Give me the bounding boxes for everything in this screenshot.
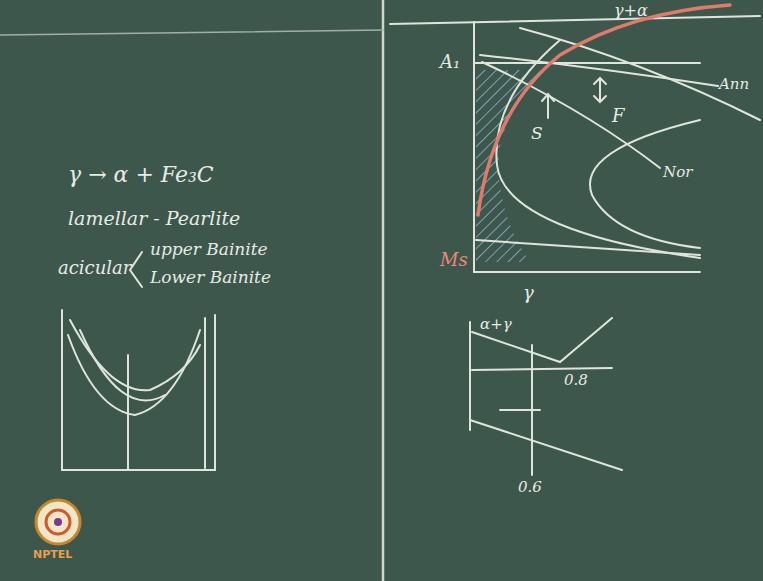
curve-label: F — [612, 106, 625, 126]
phase-label: γ — [523, 283, 534, 303]
curve-label: S — [531, 124, 543, 143]
curve-label: Nor — [663, 164, 692, 181]
phase-label: γ+α — [614, 2, 648, 20]
curve-label: Ann — [719, 76, 749, 93]
nptel-logo — [36, 500, 80, 544]
structure-text: lamellar - Pearlite — [68, 208, 240, 229]
structure-text: upper Bainite — [150, 240, 268, 259]
composition-label: 0.8 — [564, 372, 588, 389]
axis-label: Ms — [440, 250, 468, 270]
structure-text: Lower Bainite — [150, 268, 271, 287]
axis-label: A₁ — [440, 52, 460, 72]
composition-label: 0.6 — [518, 479, 542, 496]
structure-text: acicular — [58, 258, 131, 278]
logo-text: NPTEL — [33, 549, 72, 561]
reaction-text: γ → α + Fe₃C — [68, 163, 214, 187]
phase-label: α+γ — [480, 316, 512, 333]
